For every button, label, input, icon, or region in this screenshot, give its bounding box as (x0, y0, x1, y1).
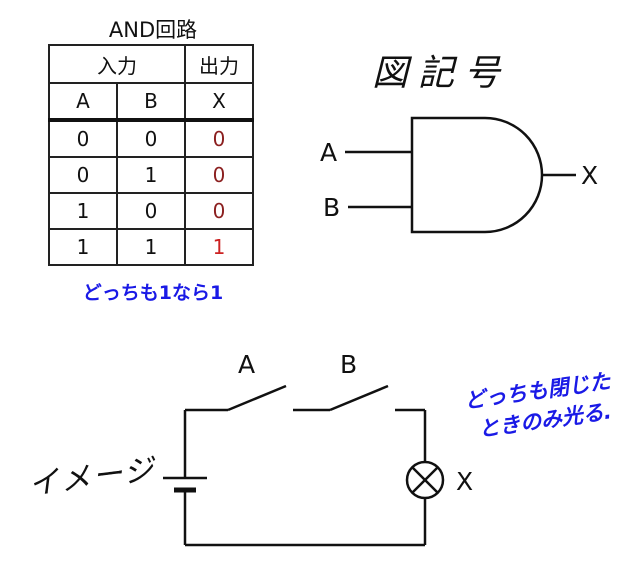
table-header-row: 入力 出力 (48, 44, 254, 84)
cell-x: 0 (184, 156, 254, 194)
cell-a: 1 (48, 228, 118, 266)
truth-table-title: AND回路 (108, 18, 198, 42)
circuit-diagram: A B X (163, 350, 473, 547)
lamp-cross (411, 466, 439, 494)
switch-a-lever (227, 384, 287, 412)
symbol-title: 図記号 (372, 53, 511, 94)
table-row: 1 0 0 (48, 192, 254, 230)
gate-input-b-label: B (323, 193, 340, 222)
cell-x: 0 (184, 192, 254, 230)
cell-b: 0 (116, 192, 186, 230)
col-a-label: A (48, 82, 118, 122)
and-gate-shape (410, 116, 544, 234)
gate-output-label: X (581, 161, 598, 190)
cell-a: 0 (48, 119, 118, 158)
switch-a-label: A (238, 350, 255, 379)
lamp-label: X (456, 467, 473, 496)
truth-table: 入力 出力 A B X 0 0 0 0 1 0 1 0 0 (48, 44, 254, 266)
and-gate-diagram: A B X (320, 116, 598, 234)
cell-b: 1 (116, 156, 186, 194)
col-b-label: B (116, 82, 186, 122)
col-x-label: X (184, 82, 254, 122)
table-subheader-row: A B X (48, 82, 254, 122)
cell-a: 1 (48, 192, 118, 230)
cell-x: 0 (184, 119, 254, 158)
cell-b: 0 (116, 119, 186, 158)
gate-input-a-label: A (320, 138, 337, 167)
header-output: 出力 (184, 44, 254, 84)
truth-table-note: どっちも1なら1 (82, 282, 224, 304)
cell-a: 0 (48, 156, 118, 194)
cell-x: 1 (184, 228, 254, 266)
switch-b-label: B (340, 350, 357, 379)
table-row: 1 1 1 (48, 228, 254, 266)
switch-b-lever (329, 384, 389, 412)
header-input: 入力 (48, 44, 186, 84)
table-row: 0 0 0 (48, 119, 254, 158)
table-row: 0 1 0 (48, 156, 254, 194)
cell-b: 1 (116, 228, 186, 266)
